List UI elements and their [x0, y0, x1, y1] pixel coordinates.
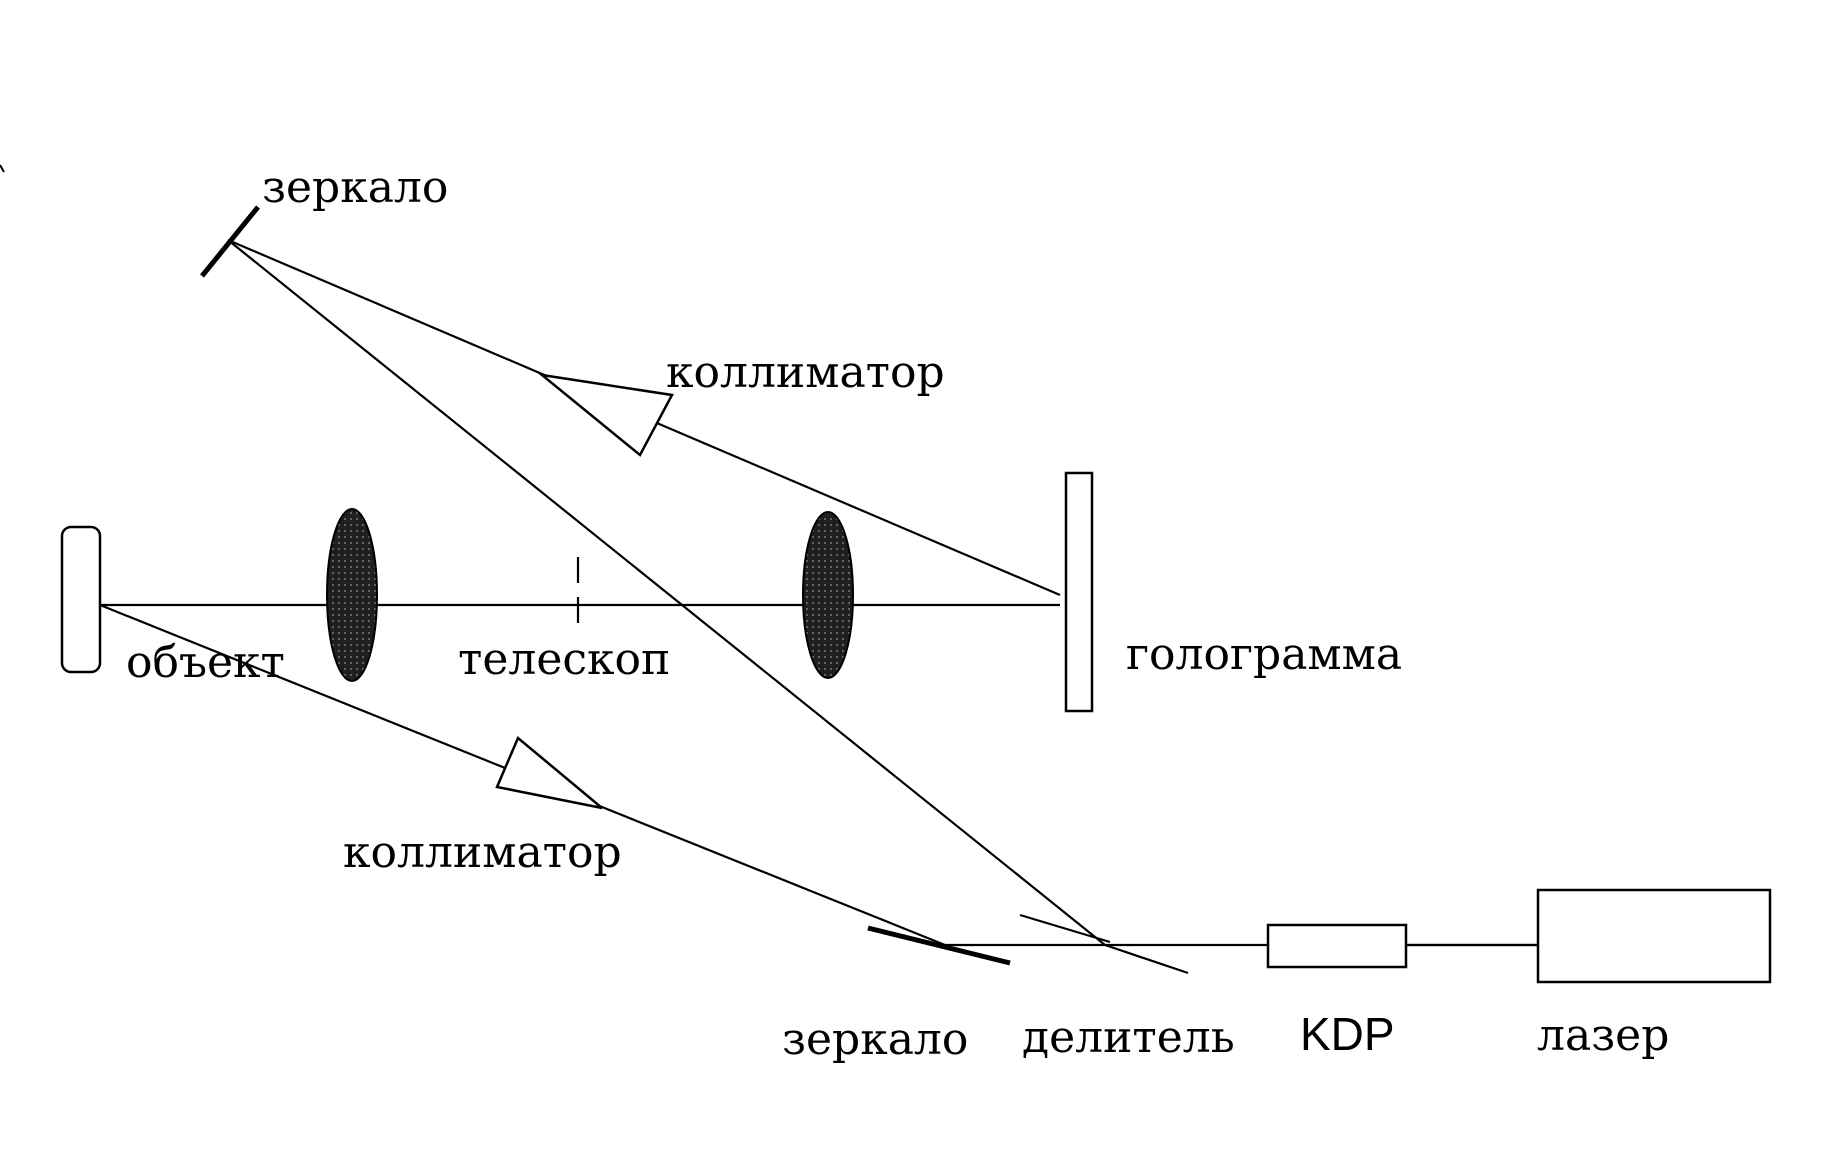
label-telescope: телескоп [458, 634, 670, 685]
edge-mark [0, 164, 5, 173]
splitter-transmitted-ray [1104, 943, 1189, 975]
telescope-lens-left [326, 508, 378, 682]
telescope-lens-right [802, 511, 854, 679]
label-object: объект [126, 637, 285, 688]
kdp-crystal [1266, 923, 1408, 969]
label-mirror-top: зеркало [262, 162, 448, 213]
object [60, 525, 102, 674]
bottom-collimator [495, 735, 603, 810]
label-laser: лазер [1537, 1010, 1669, 1061]
reference-beam-splitter-to-mirror [227, 239, 1106, 946]
label-splitter: делитель [1022, 1012, 1235, 1063]
hologram-plate [1064, 471, 1094, 713]
label-collimator-top: коллиматор [666, 347, 945, 398]
label-collimator-bottom: коллиматор [343, 827, 622, 878]
label-hologram: голограмма [1126, 629, 1402, 680]
top-collimator [537, 373, 674, 457]
top-mirror [200, 205, 260, 278]
beam-splitter [1019, 913, 1111, 944]
label-mirror-bottom: зеркало [782, 1014, 968, 1065]
label-kdp: KDP [1300, 1008, 1395, 1060]
laser [1536, 888, 1772, 984]
bottom-mirror [867, 925, 1011, 966]
